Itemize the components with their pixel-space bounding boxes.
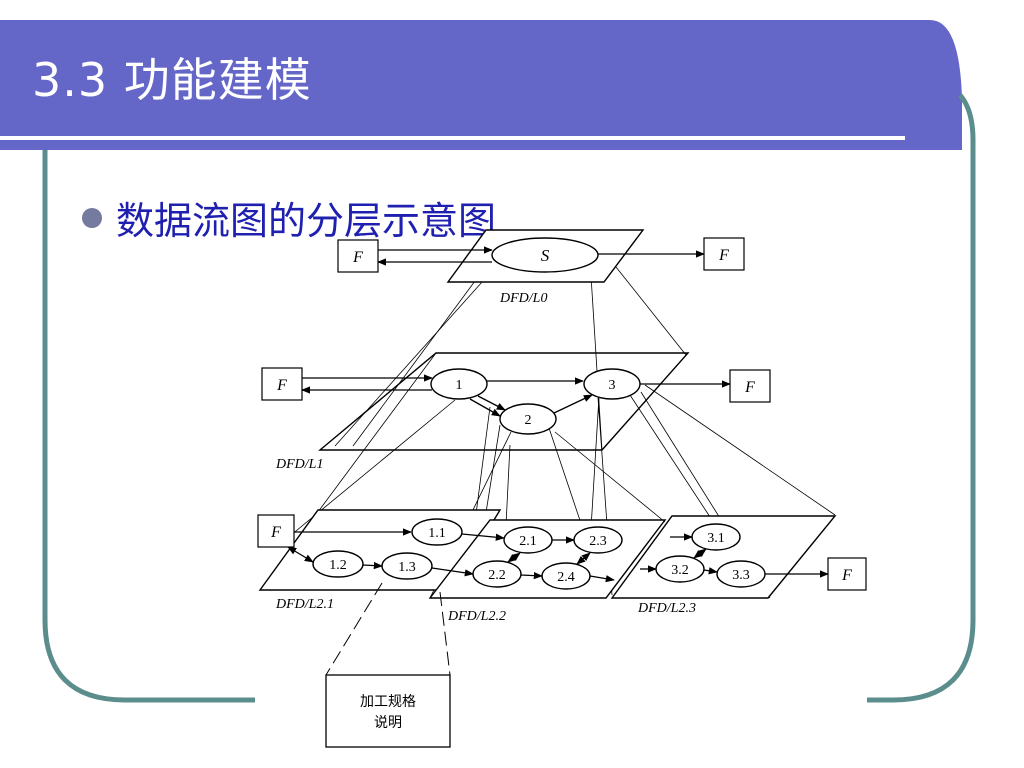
level-2-3-sink-box <box>827 557 867 591</box>
flow-2-2-to-2-4 <box>520 571 543 580</box>
process-1-2-label: 1.2 <box>329 558 347 573</box>
title-banner <box>0 20 962 150</box>
slide-title: 3.3 功能建模 <box>32 53 312 107</box>
level-2-3-label: DFD/L2.3 <box>637 601 696 616</box>
flow-1-to-2-a <box>477 395 506 411</box>
flow-1-1-to-2-1 <box>461 533 505 541</box>
process-1-2 <box>312 550 364 578</box>
level-2-1-source-box <box>257 514 295 548</box>
process-2-label: 2 <box>525 413 532 428</box>
process-1-3-label: 1.3 <box>398 560 416 575</box>
process-spec: 加工规格 说明 <box>325 582 451 748</box>
process-3-label: 3 <box>609 378 616 393</box>
process-s-label: S <box>541 246 550 265</box>
process-3-1-label: 3.1 <box>707 531 725 546</box>
bullet-item: 数据流图的分层示意图 <box>82 190 496 245</box>
level-0-source-label: F <box>352 249 363 266</box>
level-1-sink-box <box>729 369 771 403</box>
process-s <box>491 237 599 273</box>
process-1-1-label: 1.1 <box>428 526 446 541</box>
level-0-label: DFD/L0 <box>499 291 547 306</box>
spec-leader-left <box>325 582 383 676</box>
flow-2-1-to-2-2 <box>507 552 521 563</box>
bullet-text: 数据流图的分层示意图 <box>116 199 497 243</box>
slide-frame-right <box>867 93 976 703</box>
process-1-1 <box>411 518 463 546</box>
flow-2-3-to-2-4 <box>576 552 591 565</box>
level-2-1-label: DFD/L2.1 <box>275 597 334 612</box>
level-1-plane <box>318 352 690 451</box>
slide-frame-left <box>42 150 255 703</box>
spec-box <box>325 674 451 748</box>
spec-box-line1: 加工规格 <box>360 694 416 710</box>
level-1-label: DFD/L1 <box>275 457 323 472</box>
level-2-3: 3.1 3.2 3.3 F DFD/L2.3 <box>610 515 867 616</box>
spec-box-line2: 说明 <box>374 715 402 731</box>
process-2-1-label: 2.1 <box>519 534 537 549</box>
level-2-2-label: DFD/L2.2 <box>447 609 506 624</box>
flow-1-3-to-2-2 <box>431 567 474 577</box>
process-1-label: 1 <box>456 378 463 393</box>
level-0: S F F DFD/L0 <box>337 229 745 306</box>
flow-2-to-3 <box>553 394 593 414</box>
level-2-2: 2.1 2.2 2.3 2.4 DFD/L2.2 <box>428 519 667 624</box>
process-2-2-label: 2.2 <box>488 568 506 583</box>
flow-3-2-to-3-3 <box>703 567 718 575</box>
level-1-source-box <box>261 367 303 401</box>
process-3-2-label: 3.2 <box>671 563 689 578</box>
level-0-sink-label: F <box>718 247 729 264</box>
level-2-1-source-label: F <box>270 524 281 541</box>
process-3-3-label: 3.3 <box>732 568 750 583</box>
flow-1-to-2-b <box>469 398 501 417</box>
level-1: F 1 2 3 F DFD/L1 <box>261 352 771 472</box>
level-0-source-box <box>337 239 379 273</box>
process-2-3-label: 2.3 <box>589 534 607 549</box>
level-2-3-sink-label: F <box>841 567 852 584</box>
level-1-source-label: F <box>276 377 287 394</box>
process-2-4-label: 2.4 <box>557 570 575 585</box>
level-1-sink-label: F <box>744 379 755 396</box>
flow-1-2-to-1-3 <box>362 561 383 570</box>
flow-f-to-1-2 <box>287 546 314 563</box>
process-2 <box>499 403 557 435</box>
process-1 <box>430 368 488 400</box>
level-2-1: F 1.1 1.2 1.3 DFD/L2.1 <box>257 509 502 612</box>
bullet-dot <box>82 207 102 228</box>
spec-leader-right <box>439 591 451 676</box>
flow-2-4-out <box>589 575 615 583</box>
flow-3-1-to-3-2 <box>693 548 707 559</box>
